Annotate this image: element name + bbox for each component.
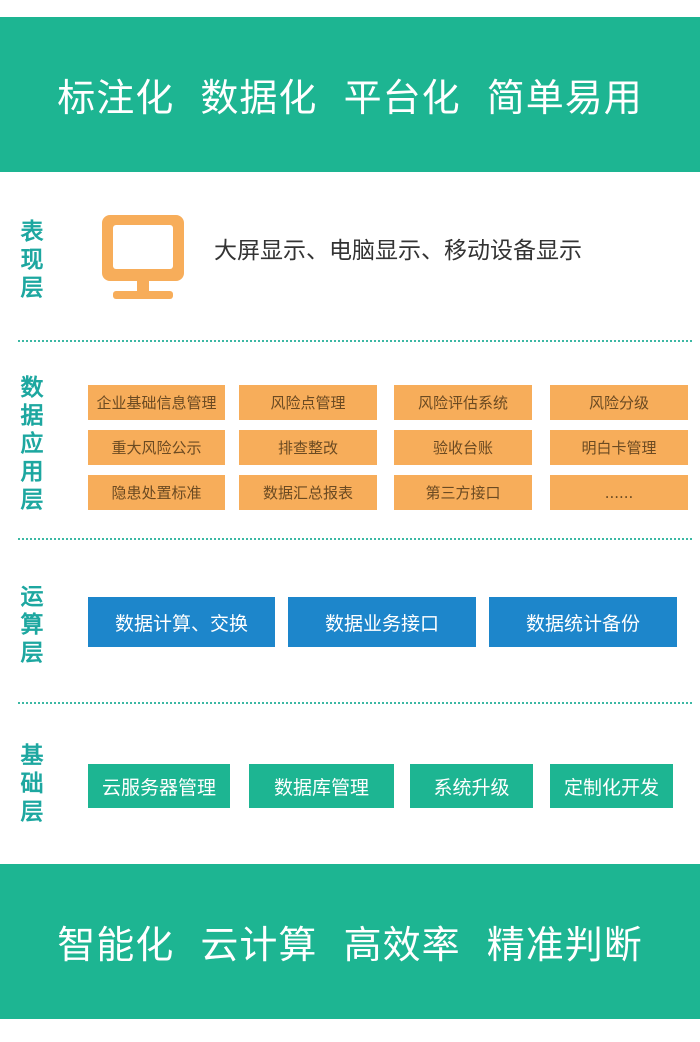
computation-layer-label: 运算层 [20, 584, 44, 666]
app-item: 隐患处置标准 [88, 475, 225, 510]
bottom-banner: 智能化 云计算 高效率 精准判断 [0, 864, 700, 1019]
app-item: 验收台账 [394, 430, 532, 465]
divider [18, 340, 692, 342]
app-item: ...... [550, 475, 688, 510]
presentation-layer-label: 表现层 [20, 219, 44, 301]
app-item: 数据汇总报表 [239, 475, 377, 510]
display-devices-text: 大屏显示、电脑显示、移动设备显示 [214, 238, 582, 264]
top-banner: 标注化 数据化 平台化 简单易用 [0, 17, 700, 172]
foundation-item: 定制化开发 [550, 764, 673, 808]
computation-item: 数据业务接口 [288, 597, 476, 647]
computation-item: 数据统计备份 [489, 597, 677, 647]
data-application-layer-label: 数据应用层 [20, 375, 44, 513]
app-item: 风险分级 [550, 385, 688, 420]
app-item: 风险评估系统 [394, 385, 532, 420]
app-item: 第三方接口 [394, 475, 532, 510]
app-item: 明白卡管理 [550, 430, 688, 465]
foundation-item: 数据库管理 [249, 764, 394, 808]
app-item: 排查整改 [239, 430, 377, 465]
app-item: 企业基础信息管理 [88, 385, 225, 420]
monitor-icon [102, 215, 184, 299]
foundation-item: 系统升级 [410, 764, 533, 808]
computation-item: 数据计算、交换 [88, 597, 275, 647]
divider [18, 538, 692, 540]
divider [18, 702, 692, 704]
foundation-layer-label: 基础层 [20, 743, 44, 825]
app-item: 风险点管理 [239, 385, 377, 420]
foundation-item: 云服务器管理 [88, 764, 230, 808]
app-item: 重大风险公示 [88, 430, 225, 465]
